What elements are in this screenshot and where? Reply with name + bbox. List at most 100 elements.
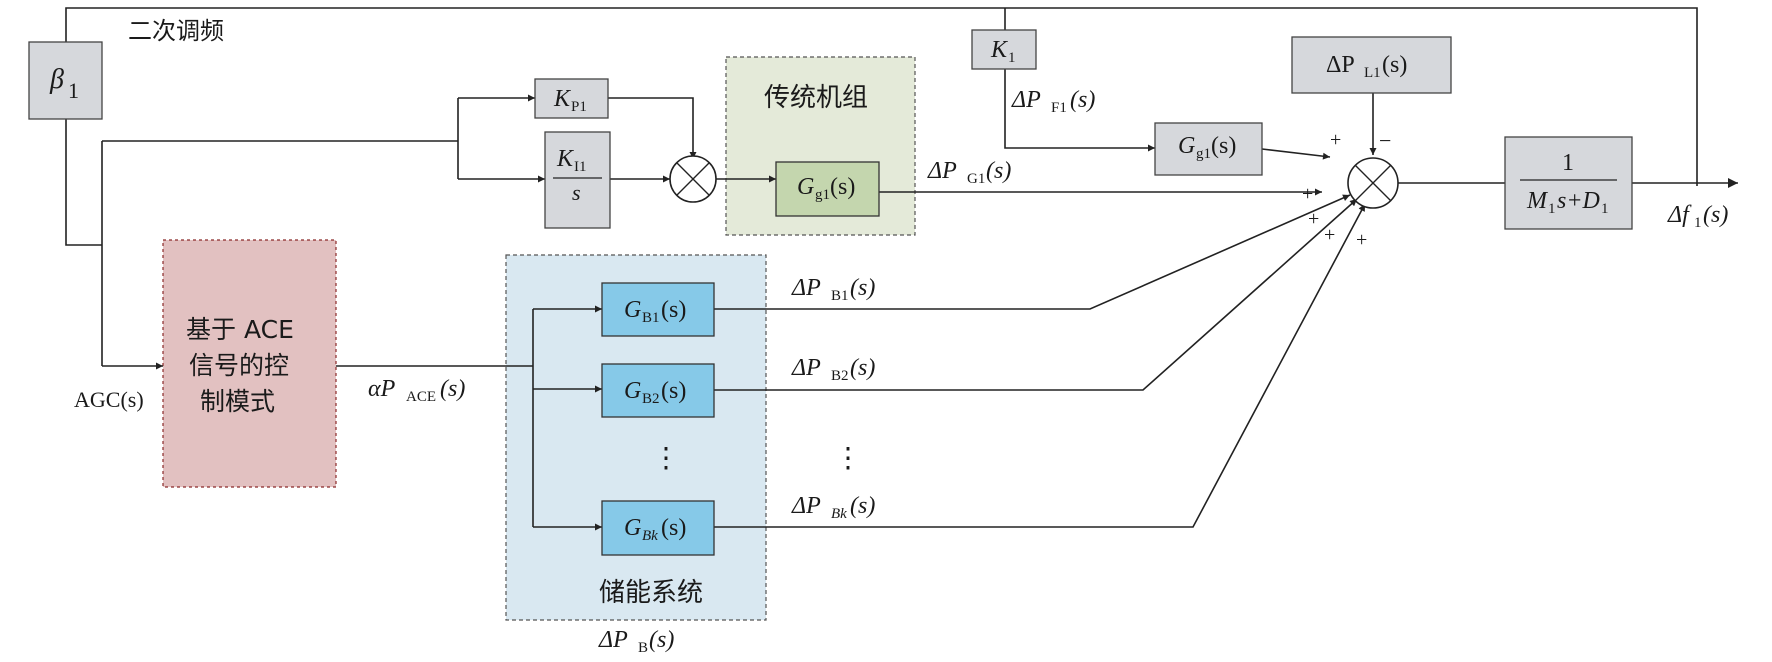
ace-control-block	[162, 239, 337, 488]
beta1-block: β 1	[28, 41, 103, 120]
apace-sub: ACE	[406, 389, 436, 405]
dpb2-main: ΔP	[791, 355, 821, 381]
dpbk-sub: Bk	[831, 506, 847, 522]
gg1b-main: G	[1178, 133, 1195, 159]
gbk-sub: Bk	[642, 528, 658, 544]
dpb-label: ΔP B (s)	[598, 627, 674, 656]
dpf1-sub: F1	[1051, 100, 1067, 116]
dpb2-wire	[714, 198, 1358, 391]
gg1b-arg: (s)	[1211, 133, 1236, 159]
dpb-sub: B	[638, 640, 648, 656]
gb1-arg: (s)	[661, 297, 686, 323]
df1-main: Δf	[1667, 202, 1692, 228]
plant-numerator: 1	[1562, 150, 1574, 176]
gg1-block: G g1 (s)	[775, 161, 880, 217]
dpf1-main: ΔP	[1011, 87, 1041, 113]
dpb2-arg: (s)	[850, 355, 875, 381]
storage-ellipsis: ⋮	[652, 443, 680, 474]
gb2-arg: (s)	[661, 378, 686, 404]
secondary-frequency-label: 二次调频	[128, 17, 224, 45]
gb1-block: G B1 (s)	[601, 282, 715, 337]
gb1-main: G	[624, 297, 641, 323]
kp1-block: K P1	[534, 78, 609, 119]
gb1-sub: B1	[642, 310, 660, 326]
dpb2-sub: B2	[831, 368, 849, 384]
dpg1-arg: (s)	[986, 158, 1011, 184]
df1-arg: (s)	[1703, 202, 1728, 228]
k1-sub: 1	[1008, 50, 1016, 66]
gb2-block: G B2 (s)	[601, 363, 715, 418]
pi-summing-junction	[669, 155, 717, 203]
k1-block: K 1	[971, 29, 1037, 70]
plant-transfer-block: 1 M 1 s+D 1	[1504, 136, 1633, 230]
sign-plus-b1: +	[1308, 208, 1319, 230]
gbk-main: G	[624, 515, 641, 541]
ki1-denominator: s	[572, 180, 581, 205]
dpb1-arg: (s)	[850, 275, 875, 301]
k1-main: K	[990, 37, 1009, 63]
secondary-feedback-wire	[65, 7, 1698, 186]
ki1-sub: I1	[574, 159, 587, 175]
apace-label: αP ACE (s)	[368, 376, 465, 405]
plant-den-sd: s+D	[1557, 188, 1600, 214]
ace-label-line3: 制模式	[200, 387, 275, 416]
dpbk-label: ΔP Bk (s)	[791, 493, 875, 522]
sign-plus-ff: +	[1330, 129, 1341, 151]
dpl1-block: ΔP L1 (s)	[1291, 36, 1452, 94]
dpb1-label: ΔP B1 (s)	[791, 275, 875, 304]
gg1b-output-wire	[1261, 148, 1331, 160]
dpf1-label: ΔP F1 (s)	[1011, 87, 1095, 116]
plant-den-dsub: 1	[1601, 201, 1609, 217]
sign-minus-load: −	[1379, 128, 1391, 153]
apace-arg: (s)	[440, 376, 465, 402]
beta-output-wire	[65, 119, 102, 246]
conventional-unit-label: 传统机组	[764, 83, 868, 113]
dpb2-label: ΔP B2 (s)	[791, 355, 875, 384]
k1-output-wire	[1004, 69, 1155, 152]
gb2-sub: B2	[642, 391, 660, 407]
df1-sub: 1	[1694, 215, 1702, 231]
sign-plus-bk: +	[1356, 229, 1367, 251]
dpb1-sub: B1	[831, 288, 849, 304]
plant-den-m: M	[1526, 188, 1549, 214]
kp1-main: K	[553, 86, 572, 112]
ace-label-line1: 基于 ACE	[186, 315, 294, 344]
kp1-sub: P1	[571, 99, 587, 115]
dpf1-arg: (s)	[1070, 87, 1095, 113]
gg1-main: G	[797, 174, 814, 200]
gg1b-sub: g1	[1196, 146, 1211, 162]
gg1-sub: g1	[815, 187, 830, 203]
dpb-arg: (s)	[649, 627, 674, 653]
output-ellipsis: ⋮	[834, 443, 862, 474]
dpg1-main: ΔP	[927, 158, 957, 184]
ace-label-line2: 信号的控	[189, 351, 289, 380]
ki1-block: K I1 s	[544, 131, 611, 229]
dpl1-arg: (s)	[1382, 52, 1407, 78]
beta1-subscript: 1	[68, 78, 79, 103]
dpbk-wire	[714, 203, 1366, 528]
dpbk-main: ΔP	[791, 493, 821, 519]
dpl1-main: ΔP	[1326, 52, 1355, 78]
plant-den-msub: 1	[1548, 201, 1556, 217]
df1-label: Δf 1 (s)	[1667, 202, 1728, 231]
dpg1-label: ΔP G1 (s)	[927, 158, 1011, 187]
gbk-arg: (s)	[661, 515, 686, 541]
dpb1-wire	[714, 194, 1351, 310]
dpb1-main: ΔP	[791, 275, 821, 301]
agc-label: AGC(s)	[74, 387, 144, 412]
beta1-label: β	[49, 64, 64, 95]
sign-plus-g1: +	[1302, 183, 1313, 205]
dpl1-sub: L1	[1364, 65, 1381, 81]
main-summing-junction	[1347, 157, 1399, 209]
gbk-block: G Bk (s)	[601, 500, 715, 556]
kp-output-wire	[608, 97, 697, 159]
dpbk-arg: (s)	[850, 493, 875, 519]
dpb-main: ΔP	[598, 627, 628, 653]
gb2-main: G	[624, 378, 641, 404]
dpg1-sub: G1	[967, 171, 985, 187]
sign-plus-b2: +	[1324, 224, 1335, 246]
apace-main: αP	[368, 376, 396, 402]
ki1-main: K	[556, 146, 575, 172]
gg1-arg: (s)	[830, 174, 855, 200]
